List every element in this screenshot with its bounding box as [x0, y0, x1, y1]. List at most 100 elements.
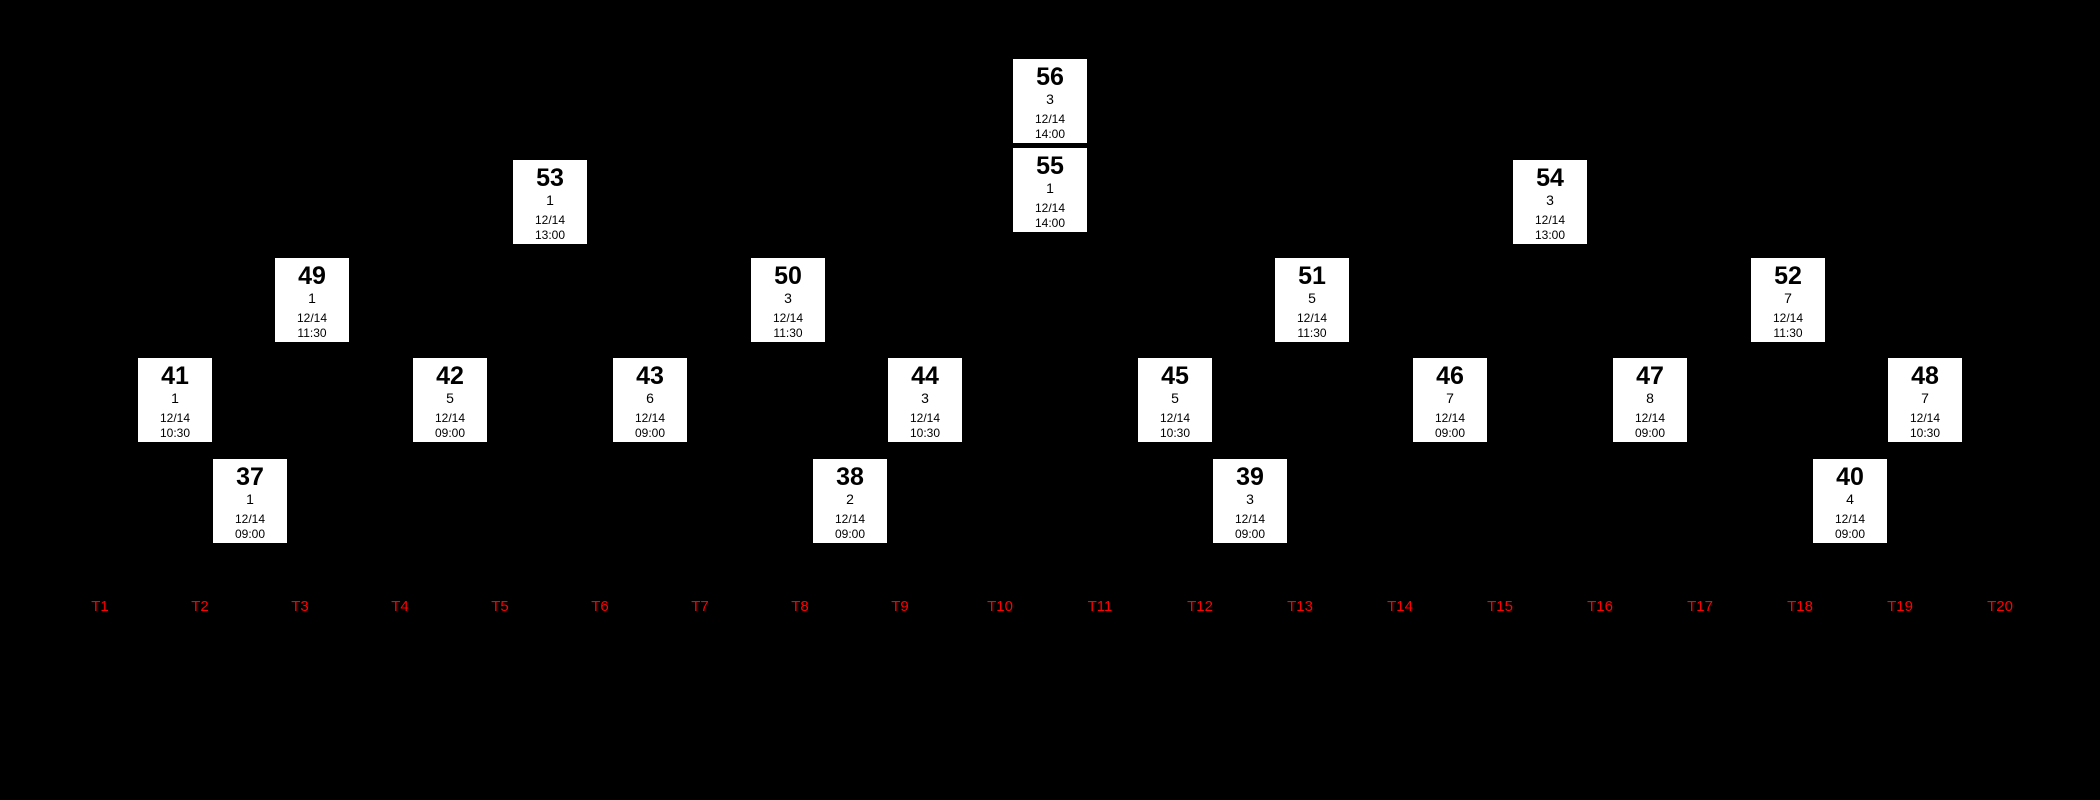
- match-date: 12/14: [1909, 411, 1941, 425]
- team-label: T13: [1287, 598, 1313, 615]
- match-court-number: 1: [546, 192, 554, 208]
- team-label: T8: [791, 598, 809, 615]
- team-label: T16: [1587, 598, 1613, 615]
- match-number: 37: [236, 463, 264, 491]
- match-court-number: 3: [784, 290, 792, 306]
- match-date: 12/14: [1534, 213, 1566, 227]
- match-node: 37 1 12/14 09:00: [213, 459, 287, 543]
- match-time: 11:30: [773, 326, 803, 340]
- match-node: 50 3 12/14 11:30: [751, 258, 825, 342]
- match-court-number: 5: [1308, 290, 1316, 306]
- match-court-number: 7: [1921, 390, 1929, 406]
- match-court-number: 1: [1046, 180, 1054, 196]
- team-label: T6: [591, 598, 609, 615]
- match-number: 52: [1774, 262, 1802, 290]
- match-court-number: 8: [1646, 390, 1654, 406]
- match-node: 53 1 12/14 13:00: [513, 160, 587, 244]
- match-number: 48: [1911, 362, 1939, 390]
- match-node: 56 3 12/14 14:00: [1013, 59, 1087, 143]
- match-node: 40 4 12/14 09:00: [1813, 459, 1887, 543]
- match-node: 47 8 12/14 09:00: [1613, 358, 1687, 442]
- match-time: 13:00: [1534, 228, 1566, 242]
- team-label: T20: [1987, 598, 2013, 615]
- match-number: 44: [911, 362, 939, 390]
- match-number: 41: [161, 362, 189, 390]
- match-court-number: 1: [246, 491, 254, 507]
- team-label: T3: [291, 598, 309, 615]
- match-court-number: 5: [446, 390, 454, 406]
- match-time: 10:30: [1159, 426, 1191, 440]
- match-date: 12/14: [909, 411, 941, 425]
- match-date: 12/14: [834, 512, 866, 526]
- team-label: T19: [1887, 598, 1913, 615]
- match-date: 12/14: [296, 311, 328, 325]
- match-court-number: 1: [171, 390, 179, 406]
- match-number: 55: [1036, 152, 1064, 180]
- match-date: 12/14: [634, 411, 666, 425]
- match-time: 10:30: [909, 426, 941, 440]
- match-date: 12/14: [234, 512, 266, 526]
- team-label: T15: [1487, 598, 1513, 615]
- match-node: 51 5 12/14 11:30: [1275, 258, 1349, 342]
- match-court-number: 3: [921, 390, 929, 406]
- match-node: 48 7 12/14 10:30: [1888, 358, 1962, 442]
- match-number: 56: [1036, 63, 1064, 91]
- match-node: 55 1 12/14 14:00: [1013, 148, 1087, 232]
- match-date: 12/14: [159, 411, 191, 425]
- match-number: 53: [536, 164, 564, 192]
- match-node: 41 1 12/14 10:30: [138, 358, 212, 442]
- team-label: T17: [1687, 598, 1713, 615]
- match-node: 42 5 12/14 09:00: [413, 358, 487, 442]
- match-time: 14:00: [1034, 216, 1066, 230]
- match-time: 09:00: [1234, 527, 1266, 541]
- match-court-number: 6: [646, 390, 654, 406]
- match-court-number: 3: [1046, 91, 1054, 107]
- match-node: 38 2 12/14 09:00: [813, 459, 887, 543]
- team-label: T10: [987, 598, 1013, 615]
- match-number: 50: [774, 262, 802, 290]
- match-node: 45 5 12/14 10:30: [1138, 358, 1212, 442]
- match-number: 47: [1636, 362, 1664, 390]
- match-date: 12/14: [1034, 201, 1066, 215]
- team-label: T18: [1787, 598, 1813, 615]
- match-number: 39: [1236, 463, 1264, 491]
- team-label: T11: [1087, 598, 1113, 615]
- match-number: 46: [1436, 362, 1464, 390]
- match-node: 43 6 12/14 09:00: [613, 358, 687, 442]
- match-number: 42: [436, 362, 464, 390]
- match-node: 54 3 12/14 13:00: [1513, 160, 1587, 244]
- match-court-number: 7: [1446, 390, 1454, 406]
- match-node: 39 3 12/14 09:00: [1213, 459, 1287, 543]
- match-date: 12/14: [1634, 411, 1666, 425]
- match-court-number: 4: [1846, 491, 1854, 507]
- match-date: 12/14: [1234, 512, 1266, 526]
- match-time: 09:00: [634, 426, 666, 440]
- match-time: 10:30: [159, 426, 191, 440]
- match-time: 09:00: [1434, 426, 1466, 440]
- match-number: 54: [1536, 164, 1564, 192]
- match-time: 10:30: [1909, 426, 1941, 440]
- match-date: 12/14: [1834, 512, 1866, 526]
- match-court-number: 3: [1246, 491, 1254, 507]
- match-time: 09:00: [1834, 527, 1866, 541]
- match-number: 51: [1298, 262, 1326, 290]
- match-time: 11:30: [297, 326, 327, 340]
- match-time: 09:00: [234, 527, 266, 541]
- match-court-number: 5: [1171, 390, 1179, 406]
- team-label: T4: [391, 598, 409, 615]
- match-date: 12/14: [534, 213, 566, 227]
- match-court-number: 1: [308, 290, 316, 306]
- match-date: 12/14: [1159, 411, 1191, 425]
- match-time: 14:00: [1034, 127, 1066, 141]
- team-label: T5: [491, 598, 509, 615]
- team-label: T12: [1187, 598, 1213, 615]
- match-time: 11:30: [1297, 326, 1327, 340]
- match-number: 43: [636, 362, 664, 390]
- match-court-number: 2: [846, 491, 854, 507]
- match-date: 12/14: [772, 311, 804, 325]
- match-date: 12/14: [1434, 411, 1466, 425]
- match-time: 09:00: [834, 527, 866, 541]
- match-number: 49: [298, 262, 326, 290]
- match-number: 45: [1161, 362, 1189, 390]
